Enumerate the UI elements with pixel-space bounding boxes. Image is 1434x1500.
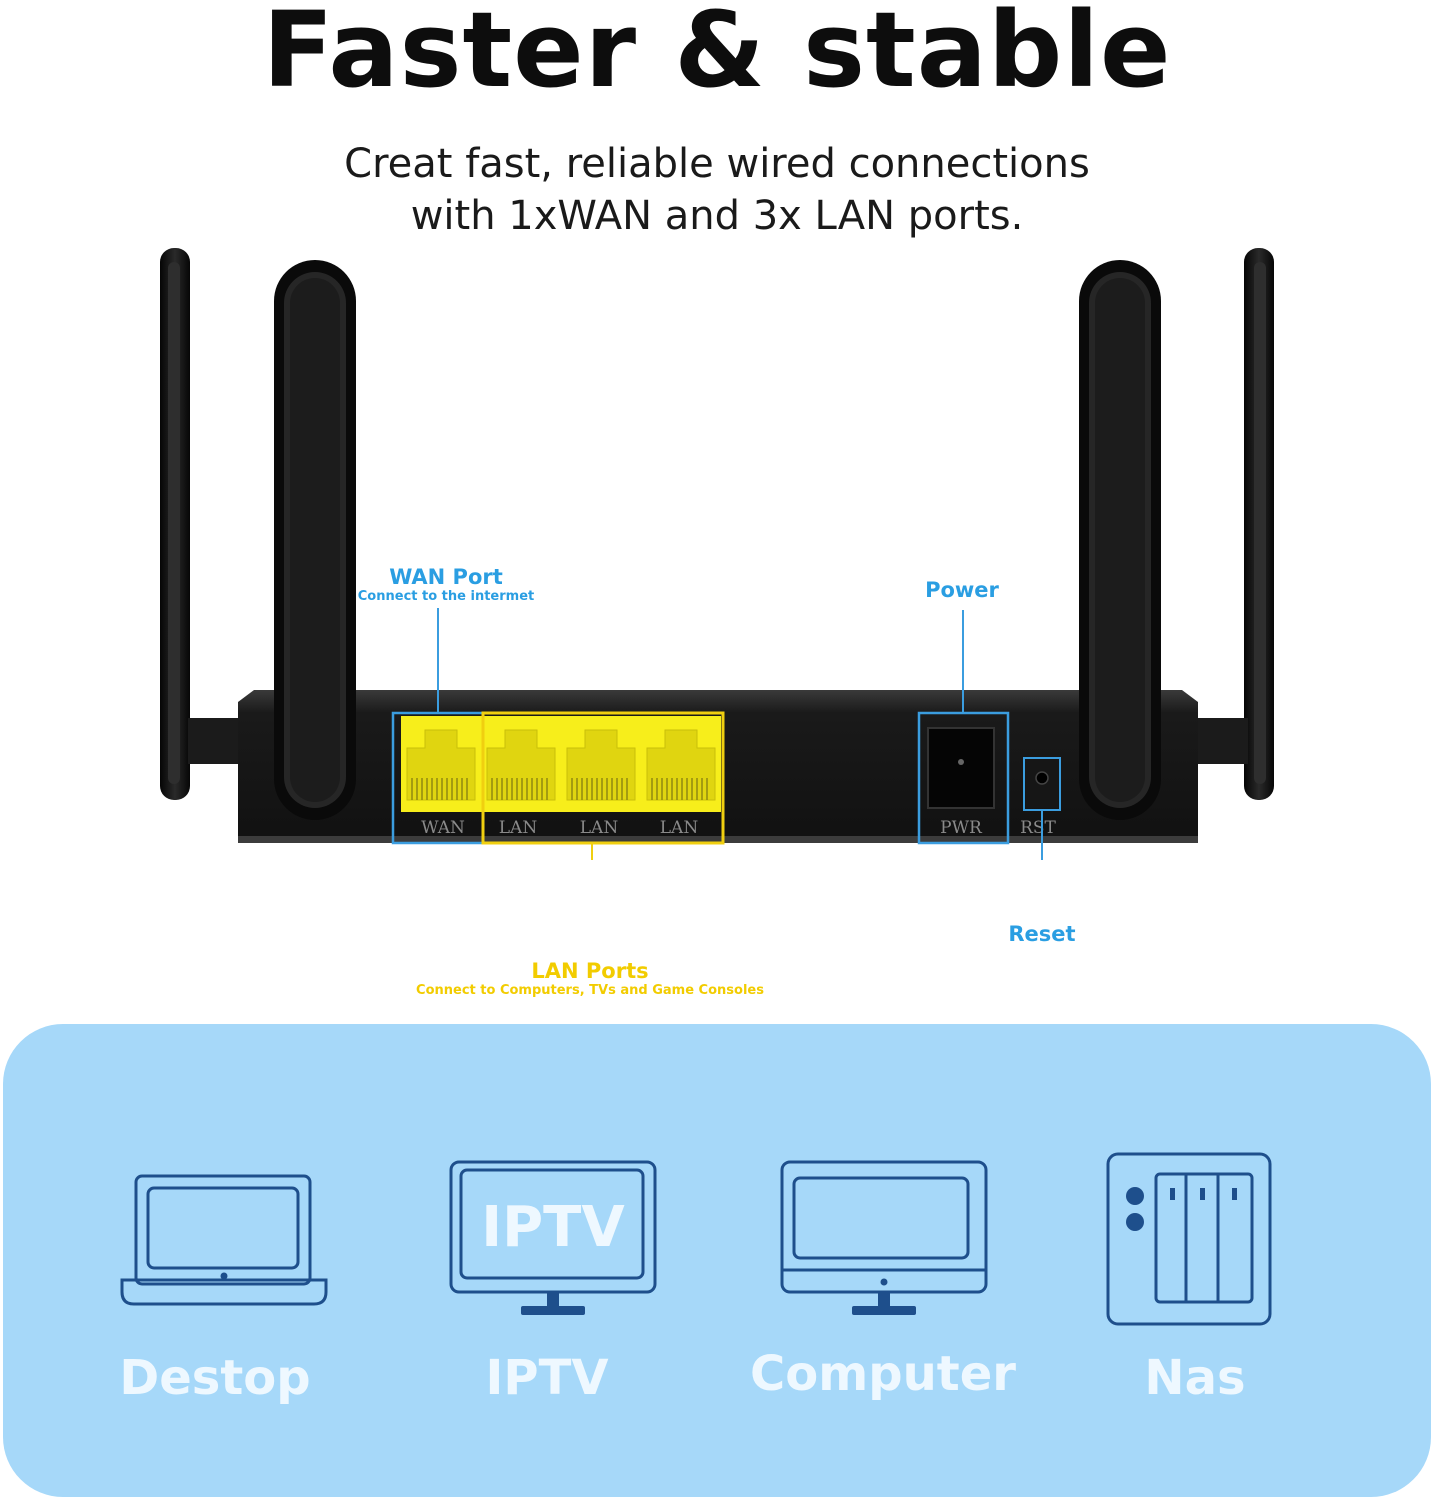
device-label-iptv: IPTV bbox=[485, 1350, 609, 1406]
lan-callout-title: LAN Ports bbox=[531, 959, 649, 983]
ethernet-ports bbox=[401, 716, 721, 812]
port-label-wan: WAN bbox=[421, 818, 465, 838]
wan-callout: WAN Port Connect to the intermet bbox=[346, 565, 546, 605]
tv-icon: IPTV bbox=[449, 1160, 657, 1315]
subtitle-line-2: with 1xWAN and 3x LAN ports. bbox=[410, 193, 1024, 239]
nas-icon bbox=[1106, 1152, 1272, 1326]
antenna-right-outer bbox=[1244, 248, 1274, 800]
monitor-icon bbox=[780, 1160, 988, 1315]
antenna-left-inner bbox=[274, 260, 356, 820]
reset-hole bbox=[1026, 760, 1058, 808]
antenna-left-hinge bbox=[188, 718, 243, 764]
power-label: PWR bbox=[940, 818, 983, 838]
subtitle-line-1: Creat fast, reliable wired connections bbox=[344, 141, 1090, 187]
tv-screen-text: IPTV bbox=[481, 1195, 625, 1260]
power-jack bbox=[927, 727, 995, 809]
lan-highlight-box bbox=[481, 711, 725, 845]
device-panel bbox=[3, 1024, 1431, 1497]
device-label-nas: Nas bbox=[1144, 1350, 1246, 1406]
headline: Faster & stable bbox=[262, 0, 1172, 111]
port-label-lan-1: LAN bbox=[499, 818, 538, 838]
lan-callout-desc: Connect to Computers, TVs and Game Conso… bbox=[416, 983, 764, 998]
reset-callout-title: Reset bbox=[1008, 922, 1076, 946]
power-callout-title: Power bbox=[925, 578, 999, 602]
wan-callout-title: WAN Port bbox=[389, 565, 503, 589]
reset-callout: Reset bbox=[982, 922, 1102, 946]
laptop-icon bbox=[120, 1174, 328, 1306]
router-illustration: WAN LAN LAN LAN PWR RST bbox=[160, 248, 1274, 860]
wan-callout-desc: Connect to the intermet bbox=[357, 589, 535, 604]
antenna-right-hinge bbox=[1193, 718, 1248, 764]
device-label-computer: Computer bbox=[750, 1346, 1016, 1402]
lan-callout: LAN Ports Connect to Computers, TVs and … bbox=[400, 959, 780, 999]
device-label-destop: Destop bbox=[119, 1350, 311, 1406]
antenna-left-outer bbox=[160, 248, 190, 800]
power-callout: Power bbox=[900, 578, 1024, 602]
reset-label: RST bbox=[1020, 818, 1056, 838]
port-label-lan-2: LAN bbox=[580, 818, 619, 838]
port-label-lan-3: LAN bbox=[660, 818, 699, 838]
antenna-right-inner bbox=[1079, 260, 1161, 820]
